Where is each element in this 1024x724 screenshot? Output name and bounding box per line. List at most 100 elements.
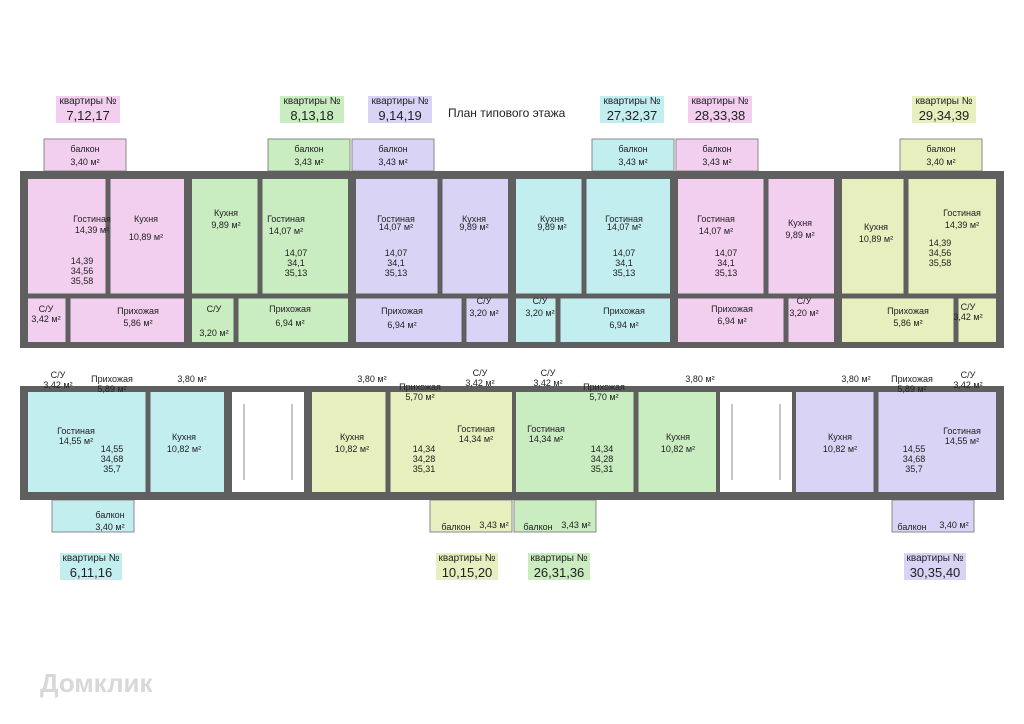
apartment-2-fill (192, 179, 348, 342)
total-area: 35,31 (591, 464, 614, 474)
hall-label: Прихожая (887, 306, 929, 316)
apartment-6-fill (842, 179, 996, 342)
balcony-area: 3,40 м² (939, 520, 968, 530)
total-area: 14,07 (715, 248, 738, 258)
apt-tag-label: квартиры № (603, 96, 661, 107)
apt-tag-nums: 29,34,39 (918, 108, 970, 123)
living-label: Гостиная (605, 214, 643, 224)
kitchen-area: 10,89 м² (859, 234, 893, 244)
hall-label: Прихожая (399, 382, 441, 392)
bath-label: С/У (39, 304, 54, 314)
hall-label: Прихожая (603, 306, 645, 316)
kitchen-area: 10,89 м² (129, 232, 163, 242)
total-area: 34,1 (717, 258, 735, 268)
apt-tag-nums: 8,13,18 (290, 108, 334, 123)
balcony-label: балкон (441, 522, 470, 532)
apt-tag-label: квартиры № (59, 96, 117, 107)
total-area: 14,55 (903, 444, 926, 454)
kitchen-label: Кухня (828, 432, 852, 442)
bath-area: 3,20 м² (199, 328, 228, 338)
bath-label: С/У (961, 370, 976, 380)
kitchen-area: 10,82 м² (167, 444, 201, 454)
apt-tag-nums: 9,14,19 (378, 108, 422, 123)
kitchen-area: 9,89 м² (211, 220, 240, 230)
hall-label: Прихожая (891, 374, 933, 384)
bath-area: 3,42 м² (953, 380, 982, 390)
total-area: 34,1 (287, 258, 305, 268)
total-area: 14,07 (385, 248, 408, 258)
domclick-logo: Домклик (40, 668, 153, 698)
total-area: 14,07 (613, 248, 636, 258)
hall-area: 5,86 м² (123, 318, 152, 328)
living-area: 14,39 м² (945, 220, 979, 230)
living-area: 14,07 м² (607, 222, 641, 232)
hall-area: 6,94 м² (609, 320, 638, 330)
bath-area: 3,42 м² (533, 378, 562, 388)
total-area: 35,58 (71, 276, 94, 286)
balcony-area: 3,40 м² (95, 522, 124, 532)
balcony-area: 3,43 м² (294, 157, 323, 167)
total-area: 35,13 (385, 268, 408, 278)
total-area: 34,1 (615, 258, 633, 268)
apt-tag-label: квартиры № (530, 553, 588, 564)
hall-label: Прихожая (711, 304, 753, 314)
apt-tag-label: квартиры № (438, 553, 496, 564)
hall-label: Прихожая (91, 374, 133, 384)
total-area: 35,13 (613, 268, 636, 278)
total-area: 35,7 (905, 464, 923, 474)
apt-tag-nums: 6,11,16 (69, 565, 113, 580)
total-area: 34,28 (591, 454, 614, 464)
balconies-top (43, 138, 983, 172)
corridor-wall-top (20, 342, 1004, 348)
total-area: 14,07 (285, 248, 308, 258)
kitchen-label: Кухня (788, 218, 812, 228)
bath-area: 3,20 м² (789, 308, 818, 318)
hall-label: Прихожая (381, 306, 423, 316)
apartment-3-fill (356, 179, 508, 342)
kitchen-label: Кухня (666, 432, 690, 442)
bath-label: С/У (51, 370, 66, 380)
hall-label: Прихожая (117, 306, 159, 316)
bottom-row-apartments (28, 392, 996, 492)
total-area: 14,34 (413, 444, 436, 454)
total-area: 35,31 (413, 464, 436, 474)
living-label: Гостиная (697, 214, 735, 224)
kitchen-area: 10,82 м² (661, 444, 695, 454)
living-area: 14,55 м² (59, 436, 93, 446)
corridor-area: 3,80 м² (357, 374, 386, 384)
bath-area: 3,42 м² (43, 380, 72, 390)
living-area: 14,55 м² (945, 436, 979, 446)
living-label: Гостиная (73, 214, 111, 224)
total-area: 35,13 (715, 268, 738, 278)
balcony-area: 3,40 м² (70, 157, 99, 167)
hall-area: 5,86 м² (893, 318, 922, 328)
hall-area: 6,94 м² (717, 316, 746, 326)
apt-tag-nums: 27,32,37 (606, 108, 658, 123)
staircase-left (232, 392, 304, 492)
balcony-area: 3,43 м² (702, 157, 731, 167)
total-area: 14,39 (929, 238, 952, 248)
balcony (429, 499, 513, 533)
bath-area: 3,42 м² (465, 378, 494, 388)
total-area: 35,58 (929, 258, 952, 268)
kitchen-label: Кухня (462, 214, 486, 224)
balcony-label: балкон (523, 522, 552, 532)
apt-tag-label: квартиры № (371, 96, 429, 107)
bath-area: 3,20 м² (525, 308, 554, 318)
balcony (899, 138, 983, 172)
apt-tag-nums: 30,35,40 (909, 565, 961, 580)
balcony-area: 3,43 м² (618, 157, 647, 167)
kitchen-label: Кухня (864, 222, 888, 232)
corridor-area: 3,80 м² (685, 374, 714, 384)
balcony-label: балкон (294, 144, 323, 154)
kitchen-label: Кухня (214, 208, 238, 218)
apartment-8-fill (312, 392, 512, 492)
living-label: Гостиная (527, 424, 565, 434)
balcony-label: балкон (702, 144, 731, 154)
living-area: 14,07 м² (379, 222, 413, 232)
